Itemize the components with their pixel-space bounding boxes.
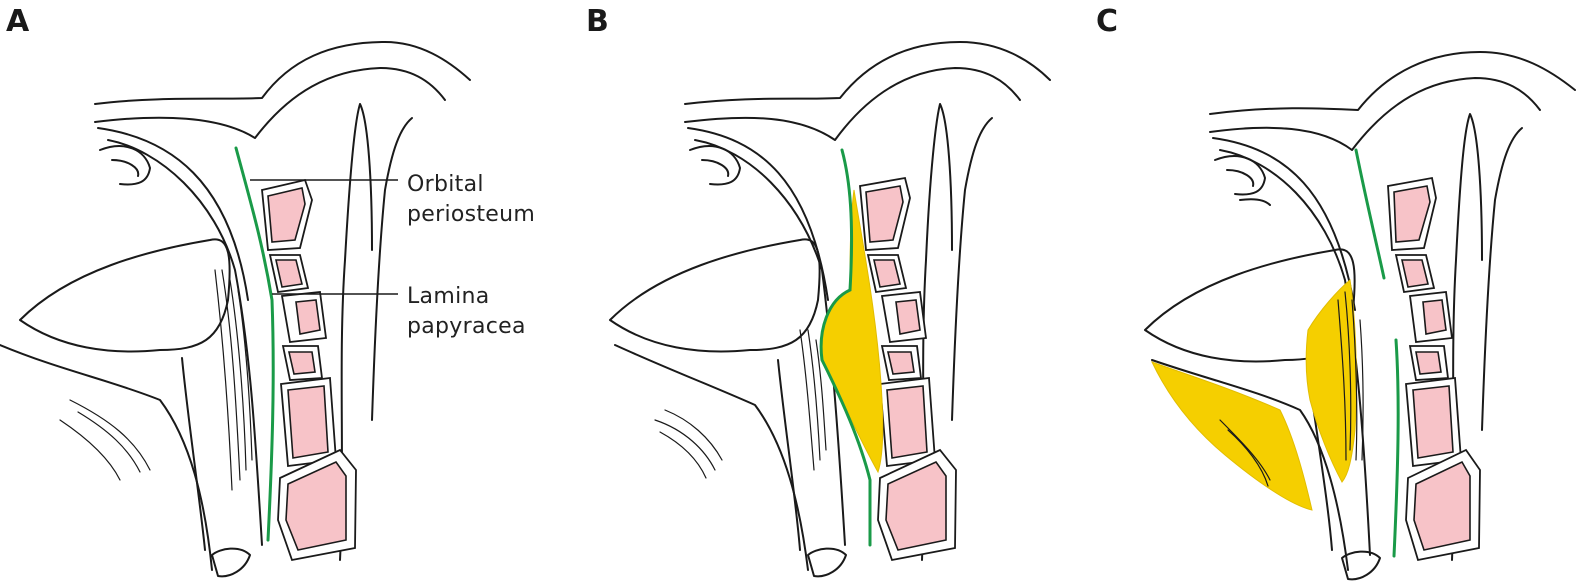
medial-rectus-muscle	[215, 270, 252, 490]
ethmoid-air-cells	[1388, 178, 1480, 560]
orbital-abscess-lateral	[1152, 362, 1312, 510]
panel-a: A	[0, 0, 527, 586]
lamina-papyracea-label: Lamina papyracea	[407, 282, 526, 342]
orbital-periosteum-label-line-2: periosteum	[407, 200, 535, 230]
ethmoid-cell-4	[1416, 352, 1441, 374]
optic-nerve-striations	[655, 410, 722, 478]
panel-b-drawing	[560, 0, 1087, 586]
lamina-papyracea-label-line-1: Lamina	[407, 282, 526, 312]
ethmoid-cell-4	[289, 352, 315, 374]
ethmoid-cell-3	[296, 300, 320, 334]
ethmoid-cell-4	[888, 352, 914, 374]
orbital-periosteum-label: Orbital periosteum	[407, 170, 535, 230]
ethmoid-cell-3	[1423, 300, 1446, 334]
lamina-papyracea-label-line-2: papyracea	[407, 312, 526, 342]
panel-c: C	[1080, 0, 1583, 586]
panel-b: B	[560, 0, 1087, 586]
orbital-abscess-medial	[1306, 280, 1356, 482]
ethmoid-cell-5	[887, 386, 927, 458]
panel-c-drawing	[1080, 0, 1583, 586]
orbital-periosteum	[1356, 150, 1384, 278]
ethmoid-cell-5	[1413, 386, 1453, 458]
ethmoid-cell-3	[896, 300, 920, 334]
ethmoid-cell-5	[288, 386, 328, 458]
globe	[610, 239, 846, 576]
globe	[0, 239, 250, 576]
orbital-periosteum-lower	[1394, 340, 1398, 556]
optic-nerve-striations	[60, 400, 150, 480]
orbital-periosteum-label-line-1: Orbital	[407, 170, 535, 200]
